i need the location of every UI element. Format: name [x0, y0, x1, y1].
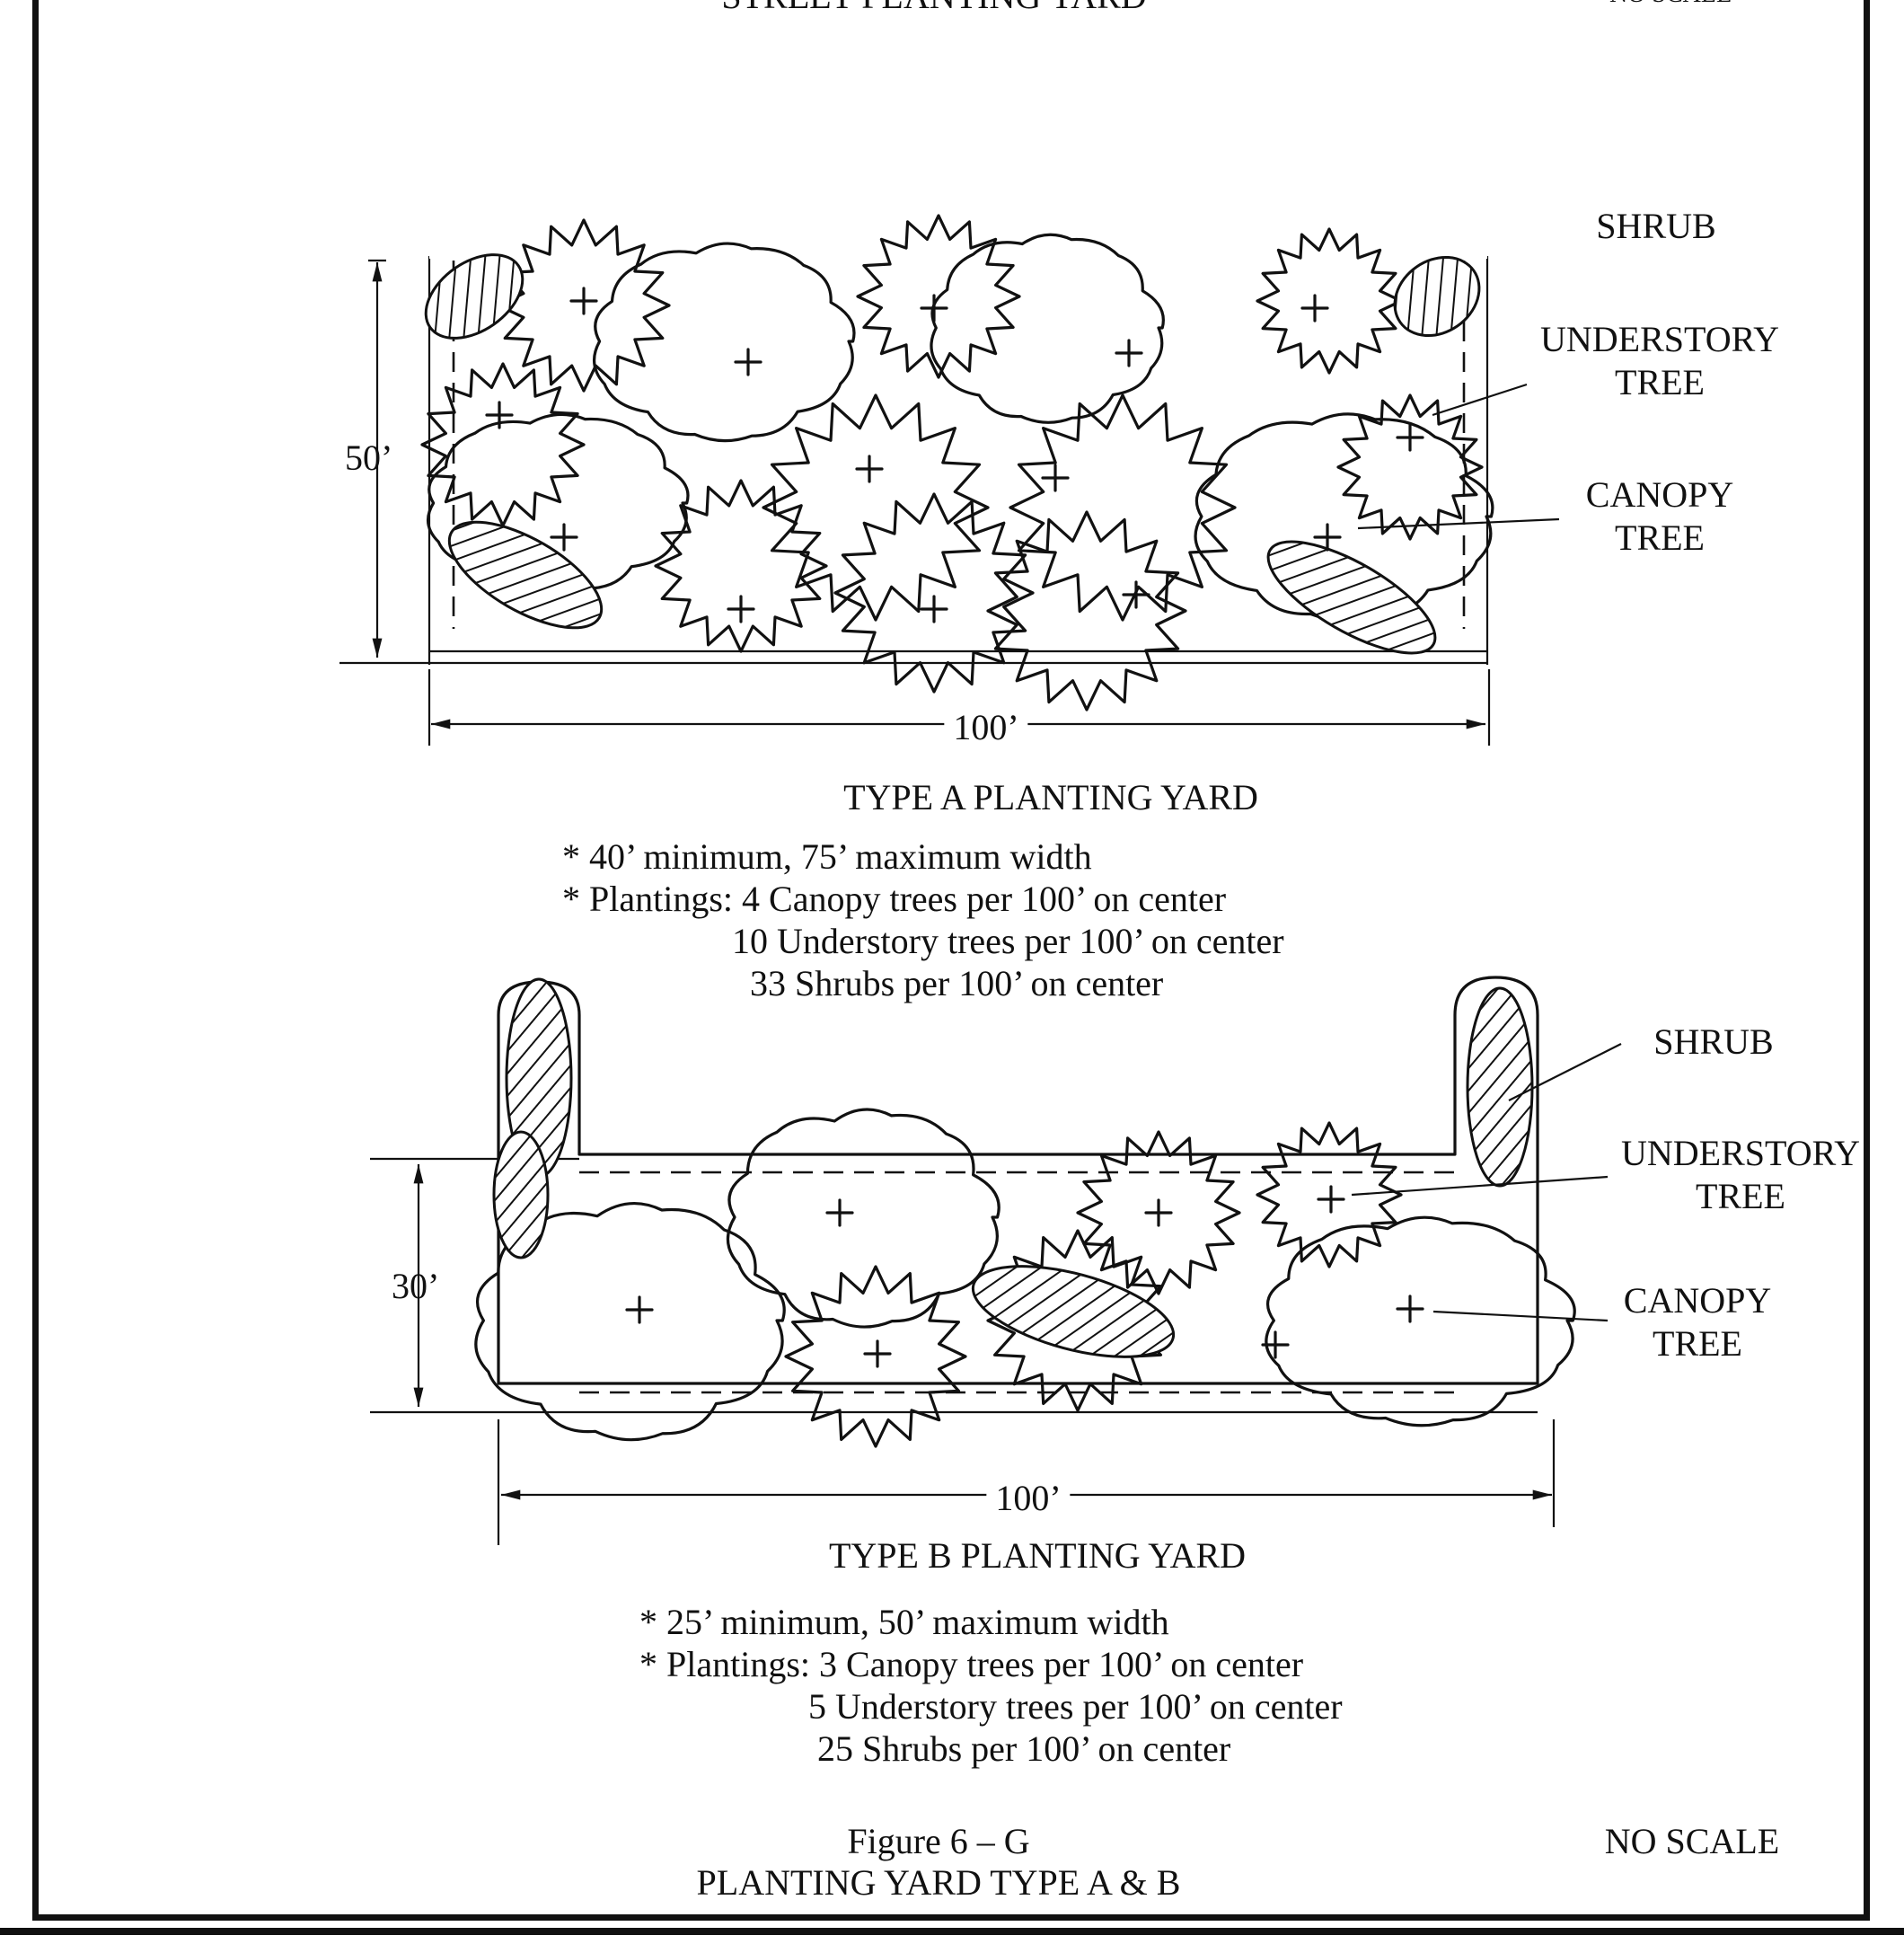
type-a-canopy-tree-3	[930, 233, 1165, 424]
type-b-understory-tree-2	[1256, 1121, 1403, 1268]
type-a-plant-center-3	[920, 294, 948, 323]
type-b-plant-center-3	[1144, 1198, 1173, 1227]
type-b-plant-center-7	[1261, 1330, 1290, 1359]
type-b-leader-shrub	[1508, 1043, 1622, 1101]
type-a-plant-center-13	[920, 595, 948, 623]
type-a-plant-center-10	[1300, 294, 1329, 323]
type-a-note-3: 10 Understory trees per 100’ on center	[732, 921, 1284, 961]
type-b-plant-center-6	[863, 1339, 892, 1368]
type-a-plant-center-9	[1041, 464, 1070, 492]
type-a-depth-dim: 50’	[345, 437, 393, 478]
type-b-width-dim: 100’	[986, 1480, 1071, 1516]
type-a-understory-tree-6	[654, 479, 828, 653]
type-b-canopy-tree-3	[1265, 1215, 1576, 1427]
figure-title: PLANTING YARD TYPE A & B	[696, 1862, 1181, 1903]
type-b-note-3: 5 Understory trees per 100’ on center	[808, 1686, 1343, 1727]
type-a-understory-tree-8	[420, 362, 586, 527]
type-b-plant-center-1	[625, 1295, 654, 1324]
type-a-note-1: * 40’ minimum, 75’ maximum width	[562, 836, 1092, 877]
type-b-title: TYPE B PLANTING YARD	[828, 1535, 1247, 1576]
type-a-shrub-mass-4	[1266, 540, 1437, 655]
type-a-depth-arrow-head-1	[372, 262, 383, 282]
type-b-depth-arrow-head-2	[413, 1387, 424, 1407]
type-a-leader-understory	[1432, 383, 1528, 417]
header-scale-note: NO SCALE	[1609, 0, 1732, 7]
type-a-shrub-mass-1	[424, 253, 524, 340]
type-a-note-2: * Plantings: 4 Canopy trees per 100’ on …	[562, 879, 1227, 919]
header-title: STREET PLANTING YARD	[721, 0, 1146, 14]
bottom-rule	[0, 1928, 1904, 1935]
type-b-label-shrub: SHRUB	[1653, 1021, 1774, 1062]
type-a-plant-center-11	[1396, 423, 1424, 452]
type-a-understory-tree-10	[986, 510, 1187, 711]
type-a-plant-center-7	[727, 595, 755, 623]
type-a-width-arrow-head-1	[431, 719, 451, 729]
type-b-plant-center-2	[825, 1198, 854, 1227]
type-a-label-shrub: SHRUB	[1596, 206, 1716, 246]
type-a-width-dim: 100’	[944, 710, 1028, 746]
type-b-plant-center-5	[1396, 1295, 1424, 1323]
type-a-plant-center-14	[1122, 580, 1150, 609]
figure-scale-note: NO SCALE	[1604, 1821, 1780, 1861]
figure-number: Figure 6 – G	[847, 1821, 1030, 1861]
type-b-shrub-mass-4	[492, 1130, 550, 1259]
type-a-understory-tree-2	[762, 393, 990, 622]
type-a-note-4: 33 Shrubs per 100’ on center	[750, 963, 1164, 1003]
type-b-depth-arrow-head-1	[413, 1164, 424, 1184]
type-a-understory-tree-9	[1336, 393, 1484, 541]
type-a-understory-tree-5	[1256, 227, 1403, 375]
type-b-plan-drawing	[370, 976, 1622, 1545]
type-a-width-arrow-head-2	[1466, 719, 1485, 729]
type-a-leader-canopy	[1357, 517, 1560, 530]
type-a-canopy-tree-1	[427, 412, 690, 595]
type-a-plant-center-6	[550, 523, 578, 552]
figure-frame	[32, 0, 1870, 1921]
type-b-depth-dim: 30’	[392, 1266, 440, 1306]
type-b-note-2: * Plantings: 3 Canopy trees per 100’ on …	[639, 1644, 1304, 1684]
type-b-leader-canopy	[1432, 1310, 1609, 1322]
type-a-depth-arrow-head-2	[372, 638, 383, 658]
type-b-note-4: 25 Shrubs per 100’ on center	[817, 1728, 1231, 1769]
type-a-plant-center-8	[855, 455, 884, 483]
type-b-understory-tree-1	[1076, 1130, 1241, 1295]
type-a-plant-center-4	[1115, 339, 1143, 367]
type-b-leader-understory	[1351, 1175, 1609, 1197]
type-a-title: TYPE A PLANTING YARD	[843, 777, 1258, 817]
type-b-plant-center-4	[1317, 1185, 1345, 1214]
type-a-understory-tree-3	[1009, 393, 1237, 622]
type-b-canopy-tree-1	[474, 1201, 786, 1442]
type-a-understory-tree-4	[856, 214, 1021, 379]
type-b-understory-tree-3	[784, 1265, 967, 1448]
type-a-plan-drawing	[339, 214, 1560, 746]
type-b-note-1: * 25’ minimum, 50’ maximum width	[639, 1602, 1169, 1642]
type-b-yard-outline	[497, 976, 1539, 1385]
type-a-understory-tree-7	[833, 492, 1035, 694]
type-b-canopy-tree-2	[726, 1108, 1000, 1329]
type-a-shrub-mass-2	[1393, 255, 1481, 338]
type-a-canopy-tree-2	[593, 242, 856, 443]
type-b-shrub-mass-3	[971, 1265, 1176, 1358]
type-a-plant-center-1	[569, 287, 598, 315]
type-a-plant-center-12	[1313, 523, 1342, 552]
type-a-plant-center-2	[734, 348, 762, 376]
type-b-shrub-mass-2	[1466, 986, 1534, 1188]
type-a-understory-tree-1	[497, 218, 671, 393]
type-b-width-arrow-head-1	[501, 1489, 521, 1500]
type-a-shrub-mass-3	[447, 520, 604, 630]
type-b-width-arrow-head-2	[1532, 1489, 1552, 1500]
type-a-plant-center-5	[485, 401, 514, 429]
